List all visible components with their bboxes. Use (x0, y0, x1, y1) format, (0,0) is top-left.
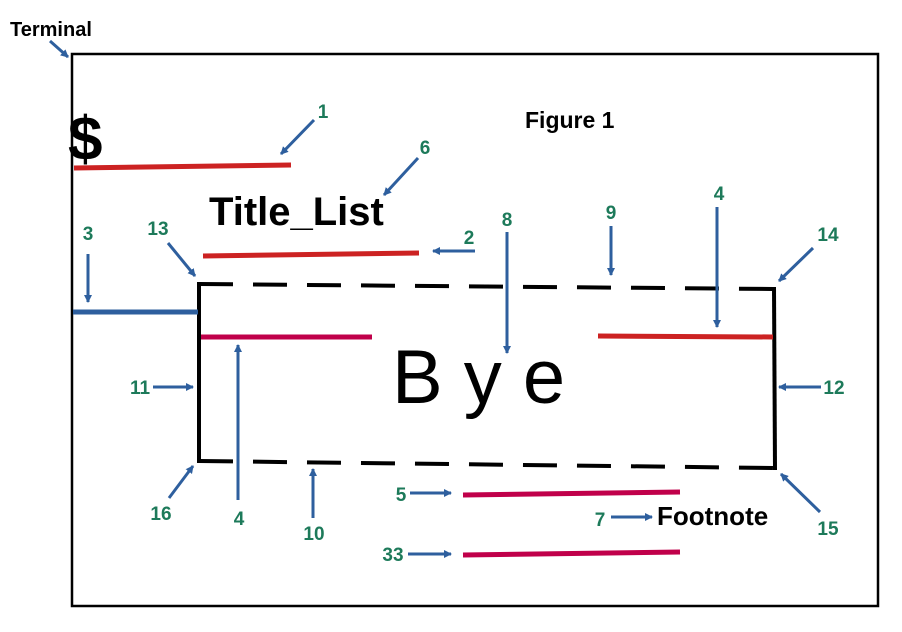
callout-16: 16 (150, 504, 171, 525)
arrow-13 (166, 242, 197, 277)
prompt-symbol: $ (68, 105, 102, 174)
footnote-line-5 (462, 489, 681, 498)
callout-7: 7 (595, 510, 606, 531)
callout-11: 11 (130, 378, 151, 399)
title-underline (202, 250, 420, 259)
callout-33: 33 (382, 545, 403, 566)
box-right-red-line (597, 333, 774, 340)
footnote-line-33 (462, 549, 681, 558)
box-bottom-dashed-edge (198, 459, 775, 470)
bye-text: B y e (392, 335, 565, 420)
arrow-16 (167, 465, 195, 499)
callout-3: 3 (83, 224, 94, 245)
prompt-underline (73, 162, 292, 171)
callout-6: 6 (420, 138, 431, 159)
callout-14: 14 (817, 225, 839, 246)
callout-13: 13 (147, 219, 168, 240)
title-list-label: Title_List (209, 190, 384, 234)
terminal-label: Terminal (10, 19, 92, 41)
callout-12: 12 (823, 378, 844, 399)
arrow-1 (279, 118, 316, 156)
callout-4-top: 4 (714, 184, 725, 205)
callout-1: 1 (318, 102, 329, 123)
callout-15: 15 (817, 519, 839, 540)
callout-8: 8 (502, 210, 513, 231)
callout-10: 10 (303, 524, 324, 545)
callout-5: 5 (396, 485, 407, 506)
arrow-terminal (49, 39, 69, 59)
footnote-label: Footnote (657, 501, 768, 531)
terminal-frame (70, 52, 880, 608)
callout-9: 9 (606, 203, 617, 224)
callout-4-bottom: 4 (234, 509, 245, 530)
box-right-edge (772, 286, 777, 471)
callout-2: 2 (464, 228, 475, 249)
arrow-14 (777, 246, 815, 283)
arrow-15 (779, 472, 822, 514)
box-top-dashed-edge (198, 282, 775, 291)
figure-title: Figure 1 (525, 107, 615, 133)
arrow-6 (382, 156, 420, 197)
